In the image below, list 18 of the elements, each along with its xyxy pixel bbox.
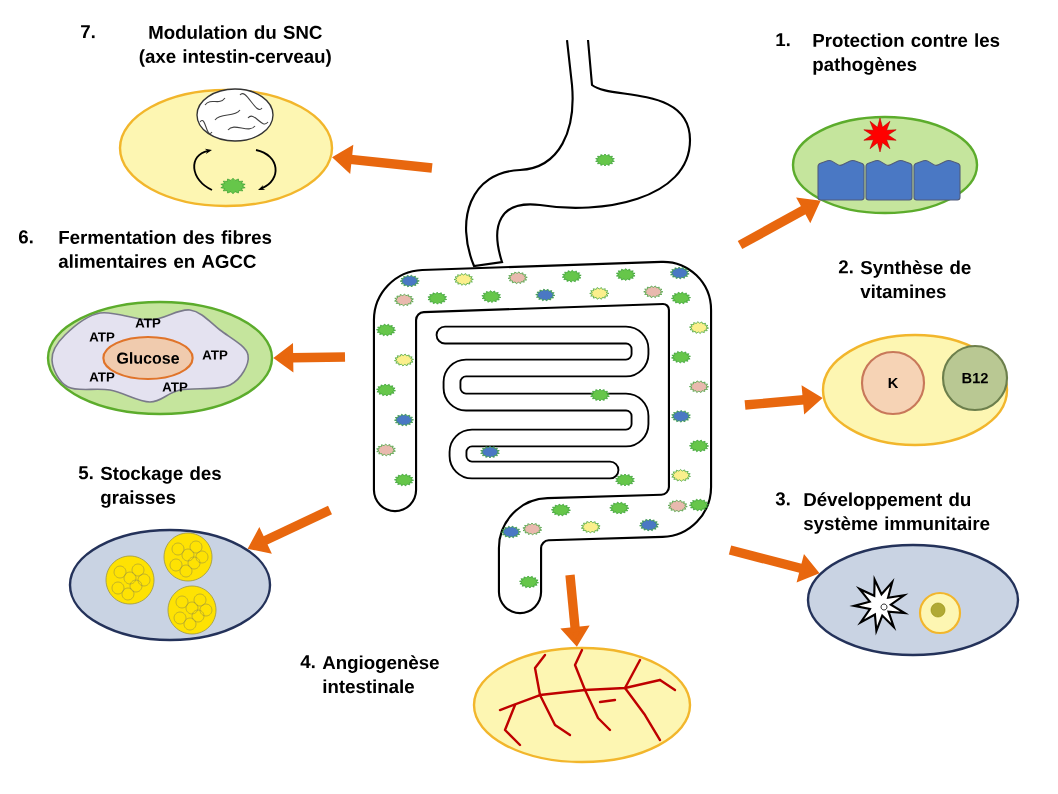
- atp-label: ATP: [135, 318, 161, 328]
- heading: Modulation du SNC (axe intestin-cerveau): [139, 25, 331, 67]
- heading: Développement du système immunitaire: [803, 492, 990, 534]
- number-label: 3.: [775, 492, 790, 506]
- atp-label: ATP: [202, 350, 228, 360]
- heading: Fermentation des fibres alimentaires en AGCC: [58, 230, 272, 268]
- number-label: 6.: [18, 230, 33, 244]
- number-label: 4.: [300, 655, 315, 669]
- number-label: 2.: [838, 260, 853, 274]
- number-label: 7.: [81, 25, 95, 39]
- heading: Protection contre les pathogènes: [813, 33, 1000, 75]
- heading: Stockage des graisses: [100, 466, 221, 508]
- number-label: 1.: [776, 33, 790, 47]
- number-label: 5.: [78, 466, 93, 480]
- heading: Angiogenèse intestinale: [322, 655, 439, 694]
- gut-drawing: [372, 38, 713, 615]
- heading: Synthèse de vitamines: [860, 260, 971, 299]
- atp-label: ATP: [162, 382, 188, 392]
